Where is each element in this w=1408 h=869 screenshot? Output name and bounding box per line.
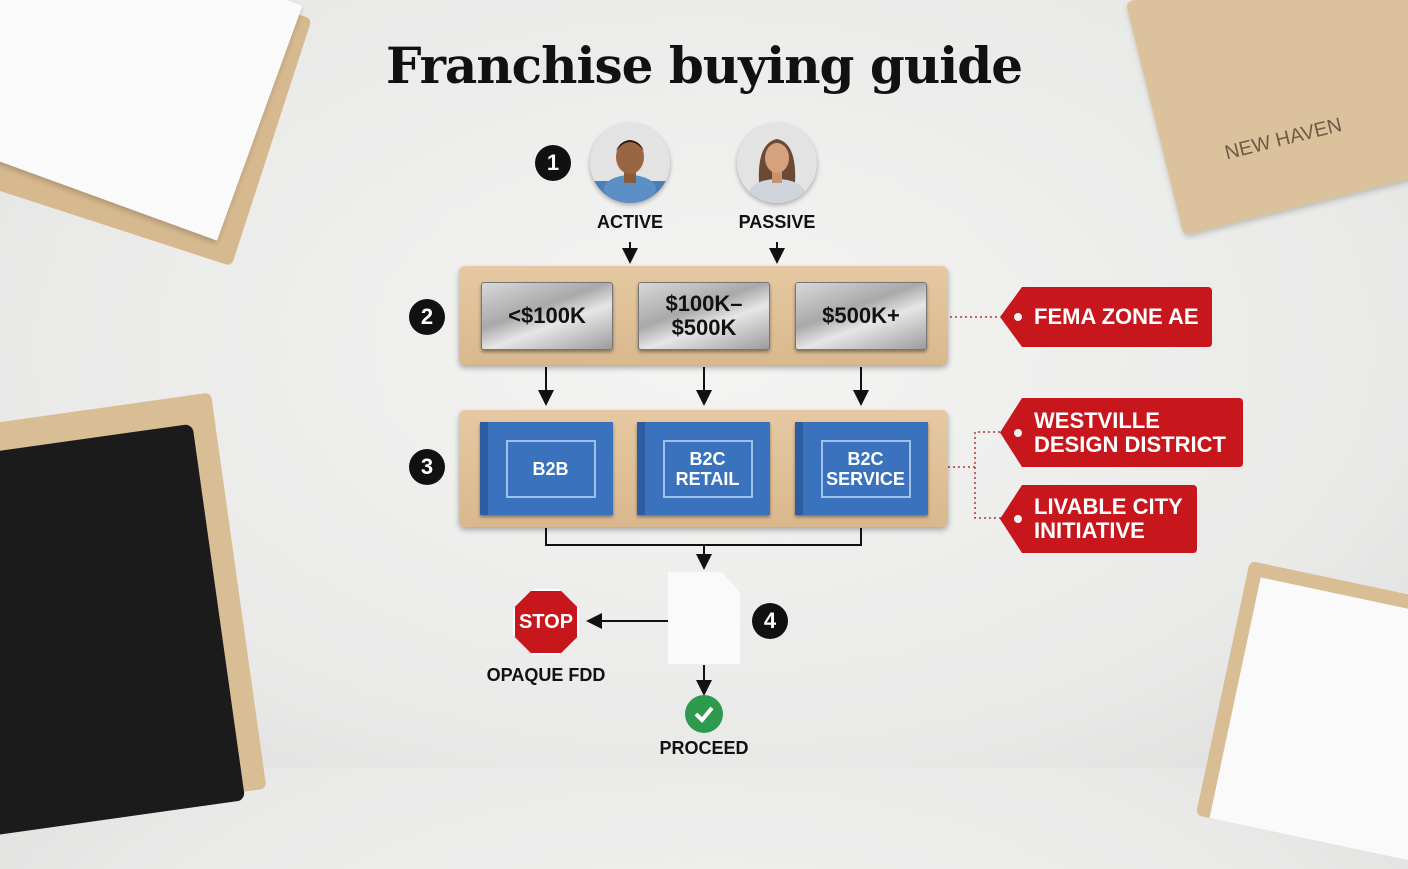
man-avatar-icon[interactable] [590,123,670,203]
step-badge-1: 1 [535,145,571,181]
option-active-label: ACTIVE [596,212,663,232]
opaque-fdd-label: OPAQUE FDD [486,665,606,685]
westville-tag-label: WESTVILLE DESIGN DISTRICT [1034,407,1226,457]
option-passive-label: PASSIVE [738,212,816,232]
connector-lines [538,242,1002,696]
stop-sign-icon: STOP [513,589,579,655]
business-type-b2b[interactable]: B2B [480,422,613,515]
step-badge-3: 3 [409,449,445,485]
step-badge-2: 2 [409,299,445,335]
investment-option-500k-plus[interactable]: $500K+ [795,282,927,350]
fema-zone-tag-label: FEMA ZONE AE [1034,304,1199,329]
stop-sign-text: STOP [518,610,574,633]
page-title: Franchise buying guide [385,36,1023,95]
investment-option-100k-500k[interactable]: $100K– $500K [638,282,770,350]
livable-city-tag-label: LIVABLE CITY INITIATIVE [1034,494,1183,543]
livable-city-tag: LIVABLE CITY INITIATIVE [1000,485,1197,553]
woman-avatar-icon[interactable] [737,123,817,203]
westville-tag: WESTVILLE DESIGN DISTRICT [1000,398,1243,467]
step-badge-4: 4 [752,603,788,639]
investment-option-under-100k[interactable]: <$100K [481,282,613,350]
checkmark-icon [685,695,723,733]
proceed-label: PROCEED [659,738,749,758]
fdd-document-icon [668,572,740,664]
fema-zone-tag: FEMA ZONE AE [1000,287,1212,347]
business-type-b2c-retail[interactable]: B2C RETAIL [637,422,770,515]
business-type-b2c-service[interactable]: B2C SERVICE [795,422,928,515]
